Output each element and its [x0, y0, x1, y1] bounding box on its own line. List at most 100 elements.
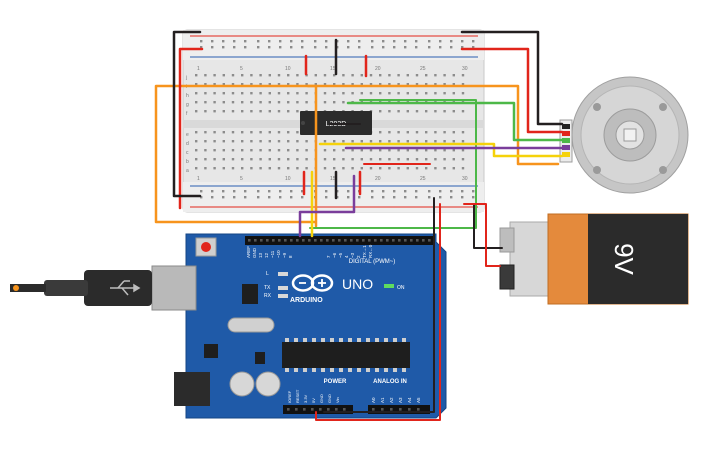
chip-pin: [339, 338, 343, 342]
wire-red[interactable]: [463, 203, 501, 267]
pin-label: GND: [327, 394, 332, 403]
terminal-hole: [241, 149, 244, 152]
terminal-hole: [305, 83, 308, 86]
rail-hole: [371, 196, 374, 199]
wire-black[interactable]: [473, 203, 503, 249]
usb-port[interactable]: [151, 265, 197, 311]
pin-label: 2: [356, 255, 361, 258]
pin-label: 4: [344, 255, 349, 258]
pin-label: A0: [371, 397, 376, 403]
terminal-hole: [204, 140, 207, 143]
rail-hole: [461, 40, 464, 43]
rail-hole: [404, 40, 407, 43]
terminal-hole: [360, 74, 363, 77]
terminal-hole: [452, 167, 455, 170]
terminal-hole: [443, 83, 446, 86]
rail-hole: [371, 46, 374, 49]
wire-black[interactable]: [323, 197, 435, 413]
rail-hole: [211, 196, 214, 199]
wire-green[interactable]: [346, 101, 564, 142]
terminal-hole: [241, 74, 244, 77]
arduino-board: [185, 233, 447, 419]
battery-9v[interactable]: 9V: [499, 213, 689, 305]
header-hole: [248, 239, 251, 242]
terminal-hole: [222, 101, 225, 104]
rail-hole: [257, 40, 260, 43]
rail-hole: [290, 190, 293, 193]
terminal-hole: [369, 149, 373, 152]
terminal-hole: [434, 110, 437, 113]
terminal-hole: [305, 74, 308, 77]
header-hole: [344, 239, 347, 242]
terminal-hole: [452, 149, 455, 152]
wire-black[interactable]: [172, 30, 202, 198]
terminal-hole: [277, 92, 281, 95]
header-hole: [335, 408, 338, 411]
header-hole: [319, 408, 322, 411]
wire-black[interactable]: [460, 30, 564, 126]
header-hole: [266, 239, 269, 242]
wire-orange[interactable]: [306, 84, 560, 166]
usb-cable[interactable]: [10, 270, 152, 306]
chip-pin: [393, 368, 397, 372]
terminal-hole: [415, 131, 419, 134]
pin-label: A2: [389, 397, 394, 403]
terminal-hole: [406, 158, 409, 161]
column-number: 5: [240, 176, 243, 182]
chip-pin: [402, 338, 406, 342]
terminal-hole: [443, 149, 446, 152]
terminal-hole: [461, 110, 465, 113]
led-l: [278, 272, 288, 276]
terminal-hole: [250, 158, 253, 161]
power-header[interactable]: [283, 405, 353, 414]
terminal-hole: [222, 74, 225, 77]
terminal-hole: [397, 110, 400, 113]
wire-red[interactable]: [315, 203, 441, 421]
terminal-hole: [268, 101, 271, 104]
rail-hole: [415, 196, 418, 199]
terminal-hole: [213, 92, 216, 95]
terminal-hole: [231, 140, 235, 143]
dc-motor[interactable]: [559, 76, 689, 194]
terminal-hole: [231, 101, 235, 104]
connector-pin: [562, 152, 570, 157]
wire-yellow[interactable]: [318, 142, 564, 158]
rail-hole: [200, 196, 203, 199]
chip-pin: [375, 368, 379, 372]
terminal-hole: [360, 149, 363, 152]
terminal-hole: [333, 158, 336, 161]
chip-pin: [348, 338, 352, 342]
dc-power-jack[interactable]: [174, 372, 210, 406]
rail-hole: [233, 196, 236, 199]
rail-hole: [301, 40, 304, 43]
terminal-hole: [277, 83, 281, 86]
header-hole: [381, 408, 384, 411]
wire-orange[interactable]: [154, 84, 318, 228]
terminal-hole: [250, 83, 253, 86]
terminal-hole: [222, 140, 225, 143]
wire-green[interactable]: [309, 99, 477, 229]
wire-red[interactable]: [460, 47, 564, 134]
led-tx-label: TX: [264, 285, 271, 291]
wire-purple[interactable]: [298, 174, 356, 238]
terminal-hole: [388, 140, 391, 143]
header-hole: [422, 239, 425, 242]
terminal-hole: [287, 149, 290, 152]
battery-terminal-cap: [509, 221, 553, 297]
led-tx: [278, 286, 288, 290]
reset-button-cap[interactable]: [201, 242, 211, 252]
terminal-hole: [213, 110, 216, 113]
column-number: 30: [462, 176, 468, 182]
rail-hole: [371, 190, 374, 193]
header-hole: [302, 239, 305, 242]
terminal-hole: [231, 158, 235, 161]
header-holes: [248, 239, 431, 411]
wire-red[interactable]: [178, 47, 204, 210]
header-hole: [380, 239, 383, 242]
terminal-hole: [222, 110, 225, 113]
header-hole: [368, 239, 371, 242]
arduino-uno[interactable]: L TX RX ON ARDUINO UNO DIGITAL (PWM~) PO…: [151, 233, 447, 419]
crystal-oscillator: [227, 317, 275, 333]
power-label: POWER: [324, 379, 347, 385]
header-hole: [374, 239, 377, 242]
